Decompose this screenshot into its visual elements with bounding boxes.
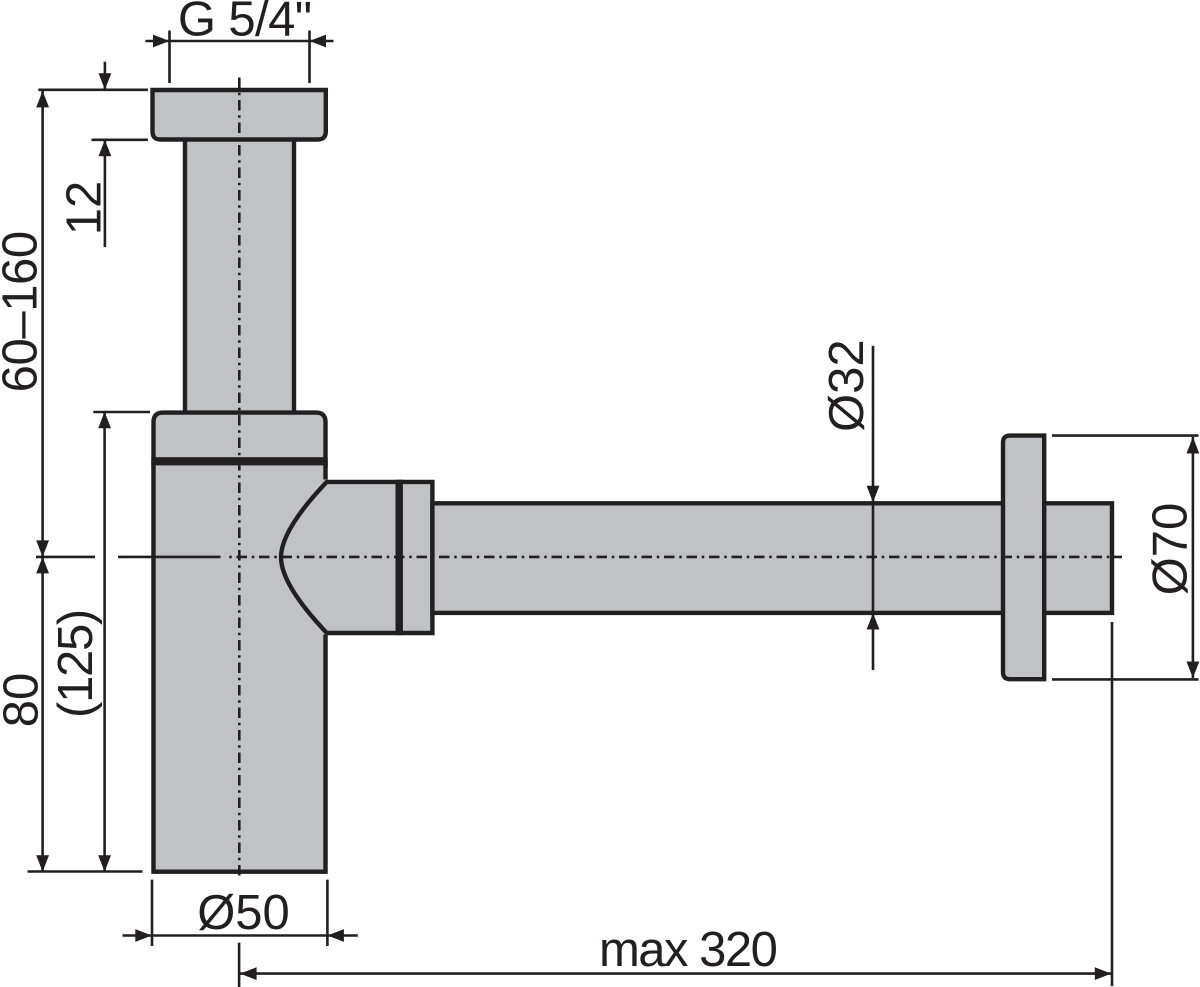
svg-text:Ø32: Ø32 bbox=[820, 339, 874, 432]
svg-text:G 5/4": G 5/4" bbox=[178, 0, 312, 46]
svg-text:12: 12 bbox=[58, 181, 112, 236]
svg-text:80: 80 bbox=[0, 673, 48, 728]
svg-text:max 320: max 320 bbox=[599, 923, 777, 977]
svg-text:Ø70: Ø70 bbox=[1144, 503, 1198, 596]
svg-text:60–160: 60–160 bbox=[0, 231, 48, 392]
svg-text:(125): (125) bbox=[49, 610, 103, 718]
svg-text:Ø50: Ø50 bbox=[197, 886, 290, 940]
